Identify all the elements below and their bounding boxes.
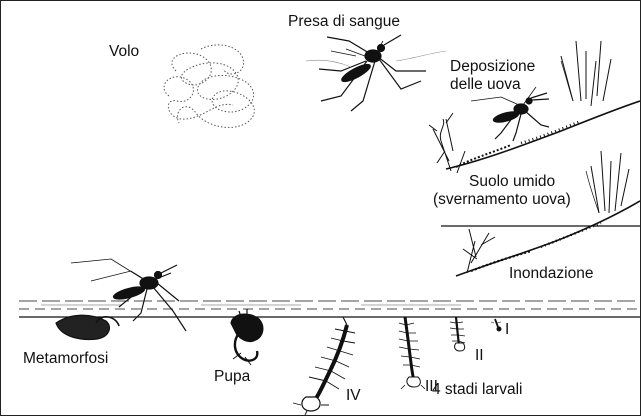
label-flight: Volo (109, 43, 139, 61)
label-instar-iv: IV (346, 387, 361, 405)
label-moist-soil: Suolo umido (svernamento uova) (465, 173, 573, 209)
label-pupa: Pupa (214, 368, 250, 386)
label-egg-laying-line1: Deposizione (450, 58, 535, 76)
water-surface (19, 301, 640, 317)
label-metamorphosis: Metamorfosi (23, 350, 108, 368)
moist-soil-bank (441, 151, 640, 276)
label-instar-ii: II (475, 347, 484, 365)
egg-laying-mosquito (471, 87, 549, 141)
label-egg-laying: Deposizione delle uova (450, 58, 535, 94)
label-instar-iii: III (425, 378, 438, 396)
label-moist-soil-line2: (svernamento uova) (433, 191, 571, 209)
larva-instar-iii (399, 317, 425, 389)
emerging-adult-mosquito (56, 259, 186, 339)
label-egg-laying-line2: delle uova (450, 76, 535, 94)
larva-instar-ii (450, 317, 465, 351)
larva-instar-i (491, 319, 501, 331)
label-blood-meal: Presa di sangue (288, 13, 400, 31)
label-larval-stages: 4 stadi larvali (432, 381, 522, 399)
biting-mosquito (306, 35, 446, 111)
label-moist-soil-line1: Suolo umido (467, 173, 571, 191)
label-instar-i: I (505, 321, 509, 339)
label-flooding: Inondazione (509, 265, 593, 283)
flight-path-scribble (164, 45, 254, 128)
